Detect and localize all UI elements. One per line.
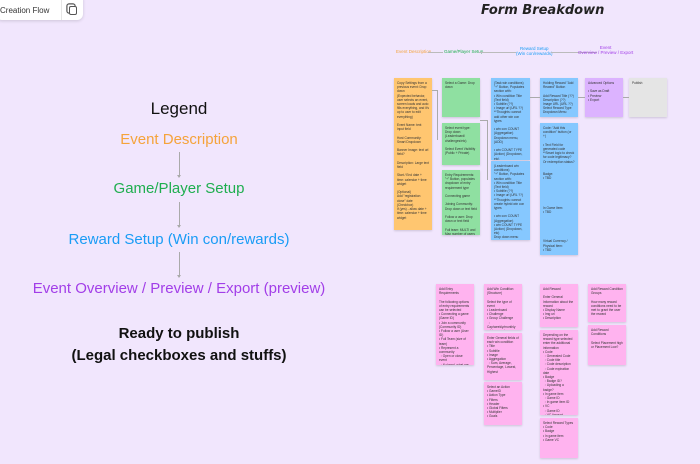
sticky-select-game[interactable]: Select a Game: Drop down <box>442 78 480 117</box>
flow-connector <box>479 52 516 53</box>
sticky-pink-add-reward[interactable]: Add Reward Enter General Information abo… <box>540 284 578 327</box>
sticky-advanced-options[interactable]: Advanced Options • Save as Draft • Previ… <box>585 78 623 117</box>
flow-connector <box>428 52 443 53</box>
legend-arrow <box>177 202 181 228</box>
sticky-select-reward-types[interactable]: Select Reward Types • Code • Badge • In … <box>540 418 578 458</box>
page-title: Form Breakdown <box>481 3 605 18</box>
legend-event-description: Event Description <box>120 131 238 148</box>
legend-arrow <box>177 152 181 178</box>
sticky-reward-condition-groups[interactable]: Add Reward Condition Groups How many rew… <box>588 284 626 322</box>
flow-event-overview: Event Overview / Preview / Export <box>578 45 634 55</box>
flow-reward-setup: Reward Setup (Win con/rewards) <box>516 46 553 56</box>
legend-arrow <box>177 252 181 278</box>
sticky-select-action[interactable]: Select an Action • GameID • Action Type … <box>484 382 522 425</box>
sticky-add-win-condition[interactable]: Add Win Condition (Structure) Select the… <box>484 284 522 330</box>
sticky-reward-type-info[interactable]: Depending on the reward type selected en… <box>540 330 578 415</box>
connector <box>578 97 585 98</box>
legend-event-overview: Event Overview / Preview / Export (previ… <box>32 280 326 297</box>
legend-heading: Legend <box>150 99 208 118</box>
flow-game-player-setup: Game/Player Setup <box>444 49 484 54</box>
sticky-publish[interactable]: Publish <box>629 78 667 117</box>
duplicate-icon[interactable] <box>61 0 83 20</box>
legend-reward-setup: Reward Setup (Win con/rewards) <box>68 231 290 248</box>
sticky-win-condition-fields[interactable]: Enter General fields of each win conditi… <box>484 333 522 380</box>
sticky-add-reward[interactable]: Holding Reward "Add Reward" Button Add R… <box>540 78 578 117</box>
file-name-bar: Creation Flow <box>0 0 83 20</box>
sticky-entry-requirements[interactable]: Entry Requirements: "+" Button, populate… <box>442 170 480 235</box>
sticky-reward-conditions[interactable]: Add Reward Conditions Select Placement h… <box>588 325 626 365</box>
legend-ready-to-publish: Ready to publish (Legal checkboxes and s… <box>71 325 287 364</box>
sticky-add-entry-requirements[interactable]: Add Entry Requirements The following opt… <box>436 284 474 365</box>
sticky-leaderboard-win-conditions[interactable]: (Leaderboard win conditions) "+" Button,… <box>491 161 530 240</box>
sticky-reward-types[interactable]: Code: "Add this condition" button (or +)… <box>540 123 578 255</box>
legend-game-player-setup: Game/Player Setup <box>113 180 245 197</box>
sticky-task-win-conditions[interactable]: (Task win conditions) "+" Button, Popula… <box>491 78 530 160</box>
connector <box>480 120 488 180</box>
connector <box>530 97 540 98</box>
connector <box>432 90 438 140</box>
sticky-event-description[interactable]: Copy Settings from a previous event: Dro… <box>394 78 432 230</box>
sticky-event-type[interactable]: Select event type: Drop down (Leaderboar… <box>442 123 480 165</box>
flow-connector <box>551 52 597 53</box>
connector <box>623 97 629 98</box>
file-name[interactable]: Creation Flow <box>0 5 50 15</box>
flow-event-description: Event Description <box>396 49 432 54</box>
